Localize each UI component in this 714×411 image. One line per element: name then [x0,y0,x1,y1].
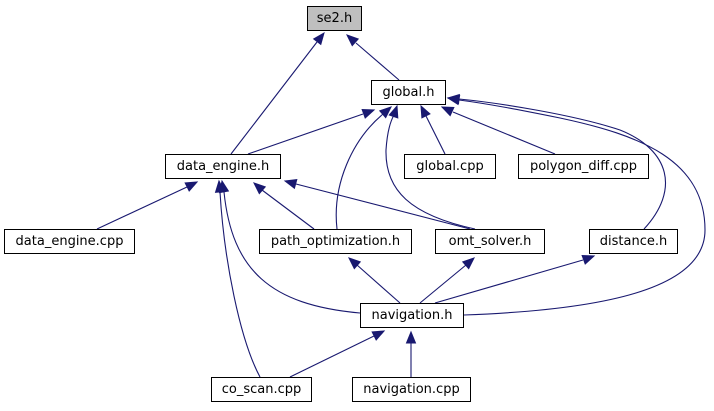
node-navigation-h[interactable]: navigation.h [360,303,464,328]
edge-navigation-h-to-omt-solver-h [419,264,467,304]
arrowhead-co-scan-cpp-to-data-engine-h [214,179,226,193]
node-se2-h: se2.h [307,6,362,31]
arrowhead-navigation-h-to-distance-h [581,255,596,265]
arrowhead-omt-solver-h-to-data-engine-h [283,178,298,190]
edge-navigation-h-to-data-engine-h [223,191,361,314]
arrowhead-navigation-h-to-global-h [446,94,461,106]
edge-data-engine-h-to-se2-h [230,41,318,155]
arrowhead-path-optimization-h-to-data-engine-h [253,182,267,195]
edge-path-optimization-h-to-data-engine-h [261,189,315,230]
node-data-engine-cpp[interactable]: data_engine.cpp [4,229,135,254]
arrowhead-co-scan-cpp-to-navigation-h [371,330,386,341]
arrowhead-data-engine-h-to-global-h [361,109,376,119]
edge-polygon-diff-cpp-to-global-h [452,111,556,155]
node-omt-solver-h[interactable]: omt_solver.h [435,229,545,254]
arrowhead-polygon-diff-cpp-to-global-h [440,106,455,117]
node-navigation-cpp[interactable]: navigation.cpp [352,377,471,402]
arrowhead-navigation-h-to-omt-solver-h [461,257,475,270]
edge-navigation-h-to-distance-h [434,259,584,304]
node-global-h[interactable]: global.h [371,80,446,105]
edge-co-scan-cpp-to-navigation-h [289,335,375,378]
node-global-cpp[interactable]: global.cpp [404,154,496,179]
node-data-engine-h[interactable]: data_engine.h [165,154,281,179]
edge-omt-solver-h-to-global-h [385,114,476,230]
arrowhead-data-engine-cpp-to-data-engine-h [184,181,199,192]
edge-path-optimization-h-to-global-h [335,113,384,230]
edge-navigation-h-to-global-h [458,99,706,316]
arrowhead-navigation-cpp-to-navigation-h [405,330,417,344]
arrowhead-navigation-h-to-path-optimization-h [348,257,362,270]
arrowhead-path-optimization-h-to-global-h [378,106,392,119]
edge-omt-solver-h-to-data-engine-h [295,183,471,230]
arrowhead-global-h-to-se2-h [346,34,360,47]
edge-data-engine-cpp-to-data-engine-h [96,186,188,230]
arrowhead-omt-solver-h-to-global-h [388,104,399,119]
edge-global-h-to-se2-h [355,42,400,81]
node-path-optimization-h[interactable]: path_optimization.h [259,229,412,254]
arrowhead-global-cpp-to-global-h [420,104,431,119]
edge-data-engine-h-to-global-h [247,113,364,155]
edge-global-cpp-to-global-h [425,115,446,155]
node-distance-h[interactable]: distance.h [589,229,678,254]
edge-co-scan-cpp-to-data-engine-h [219,191,261,378]
node-polygon-diff-cpp[interactable]: polygon_diff.cpp [518,154,649,179]
edge-navigation-h-to-path-optimization-h [356,264,401,304]
arrowhead-data-engine-h-to-se2-h [312,31,325,46]
edge-distance-h-to-global-h [458,98,667,230]
node-co-scan-cpp[interactable]: co_scan.cpp [211,377,312,402]
